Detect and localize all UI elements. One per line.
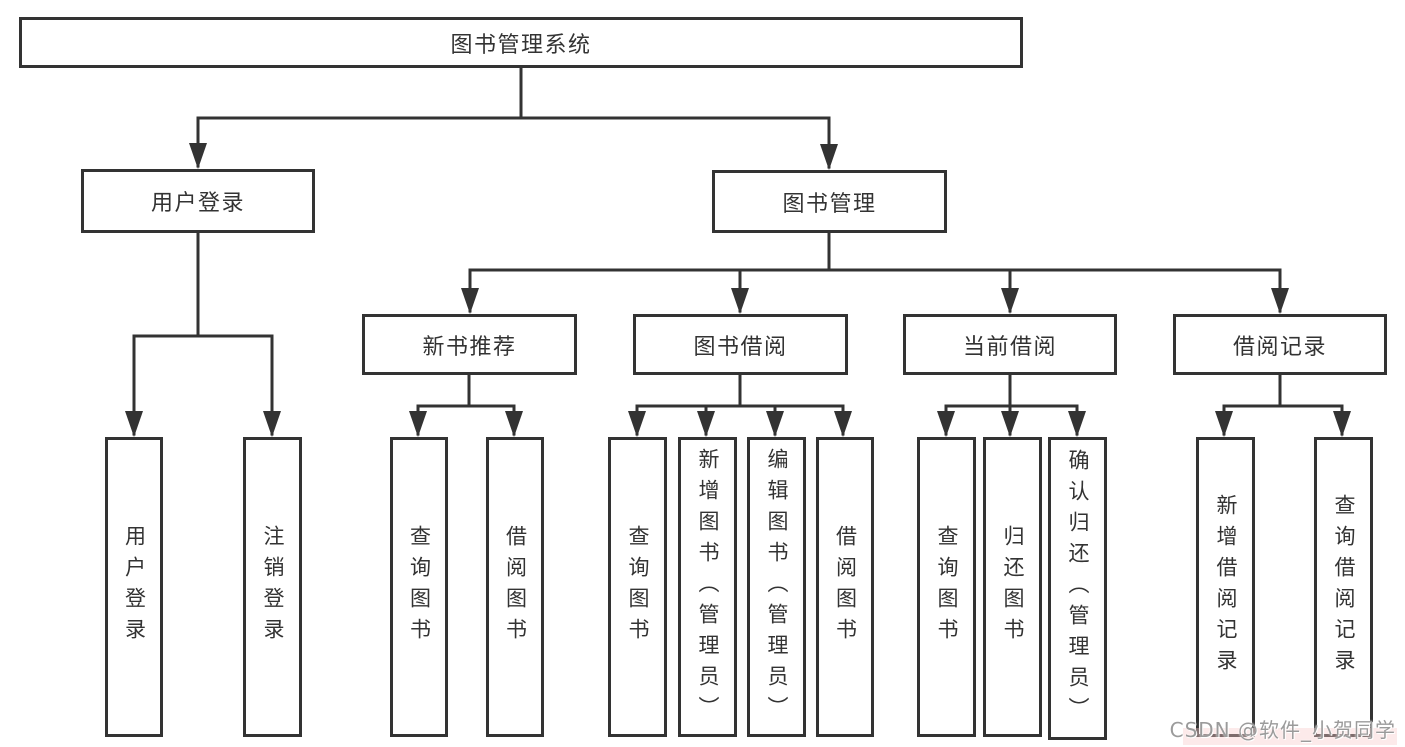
node-rec-borrow-book: 借阅图书 <box>486 437 544 737</box>
node-bb-edit-book: 编辑图书（管理员） <box>747 437 806 737</box>
node-bb-query-book: 查询图书 <box>608 437 667 737</box>
node-new-book-rec: 新书推荐 <box>362 314 577 375</box>
node-rec-query-book: 查询图书 <box>390 437 448 737</box>
watermark: CSDN @软件_小贺同学 <box>1169 718 1396 742</box>
node-user-login: 用户登录 <box>81 169 315 233</box>
node-label: 借阅图书 <box>833 525 858 649</box>
node-book-borrow: 图书借阅 <box>633 314 848 375</box>
node-label: 编辑图书（管理员） <box>765 447 789 727</box>
node-bb-add-book: 新增图书（管理员） <box>678 437 737 737</box>
node-current-borrow: 当前借阅 <box>903 314 1117 375</box>
node-bb-borrow-book: 借阅图书 <box>816 437 874 737</box>
node-label: 新书推荐 <box>422 334 517 360</box>
tree-connectors <box>125 66 1351 437</box>
node-leaf-user-login: 用户登录 <box>105 437 163 737</box>
node-leaf-logout: 注销登录 <box>243 437 302 737</box>
node-label: 查询图书 <box>626 525 650 649</box>
node-label: 注销登录 <box>261 525 285 649</box>
node-br-add-record: 新增借阅记录 <box>1196 437 1255 737</box>
node-cb-query-book: 查询图书 <box>917 437 976 737</box>
node-label: 确认归还（管理员） <box>1066 449 1090 728</box>
node-cb-confirm-return: 确认归还（管理员） <box>1048 437 1107 740</box>
node-root: 图书管理系统 <box>19 17 1023 68</box>
node-br-query-record: 查询借阅记录 <box>1314 437 1373 737</box>
node-label: 查询借阅记录 <box>1332 494 1356 680</box>
node-label: 用户登录 <box>122 525 147 649</box>
node-borrow-record: 借阅记录 <box>1173 314 1387 375</box>
node-book-mgmt: 图书管理 <box>712 170 947 233</box>
node-label: 图书管理 <box>782 191 877 217</box>
node-label: 归还图书 <box>1001 525 1025 649</box>
node-label: 用户登录 <box>150 191 245 216</box>
node-label: 图书管理系统 <box>450 32 592 58</box>
node-label: 借阅记录 <box>1232 334 1327 360</box>
node-label: 当前借阅 <box>962 334 1057 360</box>
node-label: 图书借阅 <box>693 334 788 360</box>
node-cb-return-book: 归还图书 <box>983 437 1042 737</box>
node-label: 新增图书（管理员） <box>696 447 720 727</box>
node-label: 查询图书 <box>935 525 959 649</box>
node-label: 查询图书 <box>407 525 432 649</box>
watermark-tint <box>1183 728 1397 745</box>
node-label: 借阅图书 <box>503 525 528 649</box>
node-label: 新增借阅记录 <box>1214 494 1238 680</box>
